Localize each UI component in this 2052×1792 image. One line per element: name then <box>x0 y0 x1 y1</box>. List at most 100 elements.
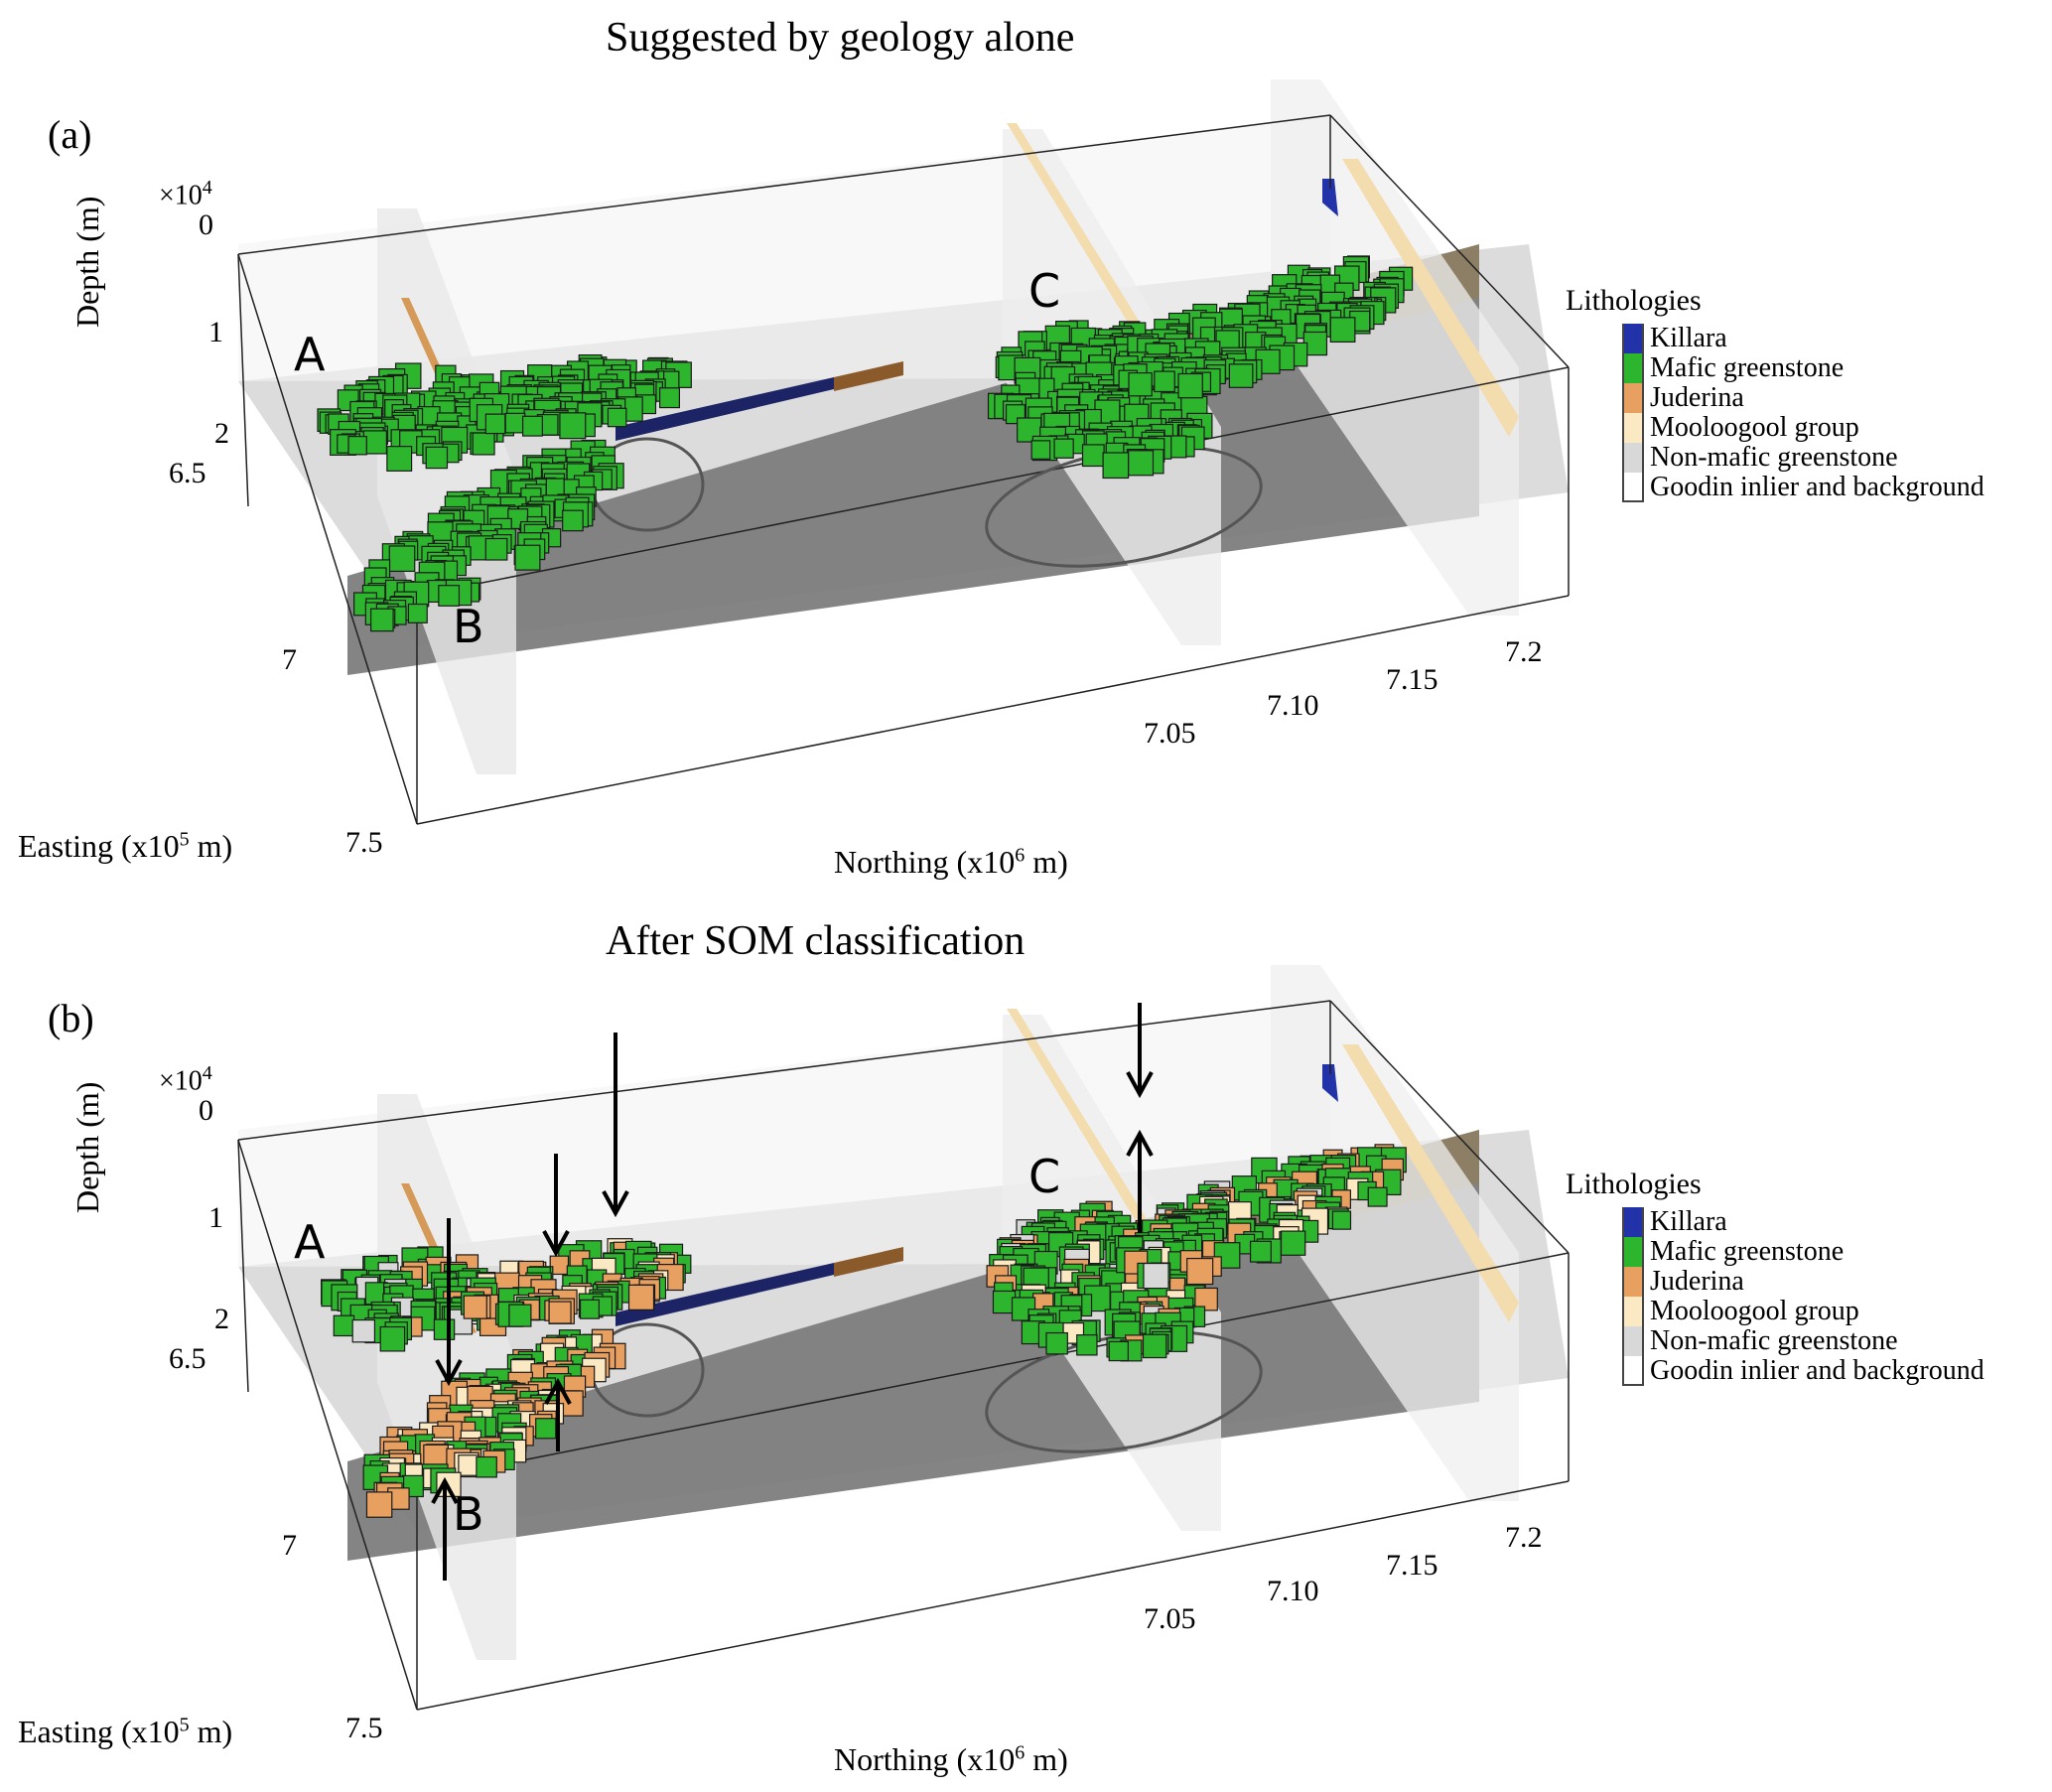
depth-tick: 1 <box>208 316 223 348</box>
panel-a: Suggested by geology alone (a) ×104 0 1 … <box>0 0 2052 894</box>
voxel <box>1280 1230 1306 1256</box>
northing-tick: 7.05 <box>1144 1602 1196 1635</box>
legend-swatch <box>1622 1267 1644 1297</box>
voxel <box>1076 1334 1098 1356</box>
northing-tick: 7.10 <box>1267 1575 1319 1607</box>
axis-box-edge <box>416 595 1570 825</box>
depth-axis-label: Depth (m) <box>69 196 105 328</box>
axis-box-edge <box>237 1139 249 1393</box>
northing-tick: 7.2 <box>1505 635 1543 668</box>
legend-item-mafic-greenstone: Mafic greenstone <box>1622 352 1984 383</box>
legend-swatch <box>1622 1207 1644 1237</box>
easting-tick: 7.5 <box>345 826 383 859</box>
voxel <box>1128 372 1153 397</box>
depth-exponent: ×104 <box>159 177 212 211</box>
arrow-head-icon <box>542 1230 570 1258</box>
northing-axis-label: Northing (x106 m) <box>834 1741 1068 1777</box>
juderina-band <box>834 1247 903 1277</box>
easting-tick: 6.5 <box>169 457 206 489</box>
voxel <box>333 1314 355 1337</box>
panel-label: (b) <box>48 996 94 1040</box>
easting-axis-label: Easting (x105 m) <box>18 1714 233 1749</box>
northing-tick: 7.15 <box>1386 663 1438 696</box>
voxel <box>1045 1331 1068 1355</box>
voxel <box>1194 1287 1218 1311</box>
voxel <box>607 407 627 428</box>
legend-item-juderina: Juderina <box>1622 1266 1984 1297</box>
voxel <box>579 1299 600 1319</box>
voxel <box>351 1318 376 1343</box>
mooloogool-strip <box>1007 123 1162 361</box>
voxel <box>425 446 449 470</box>
voxel <box>1102 452 1130 480</box>
arrow-head-icon <box>431 1476 459 1504</box>
northing-tick: 7.2 <box>1505 1521 1543 1554</box>
northing-tick: 7.05 <box>1144 717 1196 750</box>
voxel <box>388 545 416 573</box>
voxel <box>379 1325 406 1352</box>
legend-swatch <box>1622 413 1644 443</box>
region-label-c: C <box>1028 264 1061 318</box>
scene-3d <box>237 79 1570 825</box>
voxel <box>1127 450 1155 477</box>
easting-tick: 7 <box>282 643 297 676</box>
legend-swatch <box>1622 473 1644 502</box>
legend-item-mafic-greenstone: Mafic greenstone <box>1622 1236 1984 1267</box>
voxel <box>1249 1240 1272 1263</box>
panel-b: After SOM classification (b) ×104 0 1 2 … <box>0 896 2052 1789</box>
axis-box-edge <box>1329 114 1570 368</box>
voxel <box>438 585 461 607</box>
legend-swatch <box>1622 1326 1644 1356</box>
legend-swatch <box>1622 1237 1644 1267</box>
voxel <box>548 1301 572 1324</box>
legend-item-goodin-inlier: Goodin inlier and background <box>1622 1355 1984 1386</box>
region-label-b: B <box>453 600 484 653</box>
voxel <box>1186 1257 1214 1286</box>
axis-box-edge <box>416 366 1570 597</box>
region-label-c: C <box>1028 1150 1061 1203</box>
arrow-head-icon <box>602 1190 629 1218</box>
axis-box-edge <box>237 1000 1331 1141</box>
axis-box-edge <box>237 253 418 825</box>
region-label-a: A <box>294 328 326 381</box>
legend-item-killara: Killara <box>1622 1206 1984 1237</box>
panel-title: Suggested by geology alone <box>606 15 1075 61</box>
depth-tick: 0 <box>199 1094 213 1127</box>
killara-patch <box>1322 1064 1338 1102</box>
depth-axis-label: Depth (m) <box>69 1081 105 1213</box>
cross-section-plane <box>1271 965 1519 1501</box>
legend-item-juderina: Juderina <box>1622 382 1984 413</box>
voxel <box>1329 317 1356 344</box>
voxel <box>658 387 681 409</box>
cross-section-plane <box>1271 79 1519 616</box>
legend-item-non-mafic-greenstone: Non-mafic greenstone <box>1622 442 1984 473</box>
legend-item-goodin-inlier: Goodin inlier and background <box>1622 472 1984 502</box>
mooloogool-strip <box>1342 159 1519 437</box>
legend-title: Lithologies <box>1566 1168 1702 1200</box>
mooloogool-strip <box>1342 1044 1519 1322</box>
voxel <box>476 1455 497 1478</box>
voxel <box>472 432 495 456</box>
juderina-band <box>834 361 903 391</box>
voxel <box>508 1304 532 1327</box>
legend: Lithologies Killara Mafic greenstone Jud… <box>1566 284 1984 502</box>
easting-tick: 7.5 <box>345 1712 383 1744</box>
northing-axis-label: Northing (x106 m) <box>834 844 1068 880</box>
easting-axis-label: Easting (x105 m) <box>18 828 233 864</box>
panel-title: After SOM classification <box>606 918 1026 964</box>
depth-tick: 2 <box>214 417 229 450</box>
legend: Lithologies Killara Mafic greenstone Jud… <box>1566 1168 1984 1386</box>
legend-title: Lithologies <box>1566 284 1702 317</box>
region-label-a: A <box>294 1215 326 1269</box>
voxel <box>1228 363 1254 388</box>
axis-box-edge <box>1329 1000 1570 1254</box>
legend-swatch <box>1622 443 1644 473</box>
voxel <box>484 413 506 435</box>
voxel <box>1331 1210 1352 1230</box>
voxel <box>365 1491 393 1518</box>
easting-tick: 6.5 <box>169 1342 206 1375</box>
axis-box-edge <box>237 1139 418 1711</box>
legend-item-non-mafic-greenstone: Non-mafic greenstone <box>1622 1325 1984 1356</box>
axis-box-edge <box>237 114 1331 255</box>
northing-tick: 7.10 <box>1267 689 1319 722</box>
